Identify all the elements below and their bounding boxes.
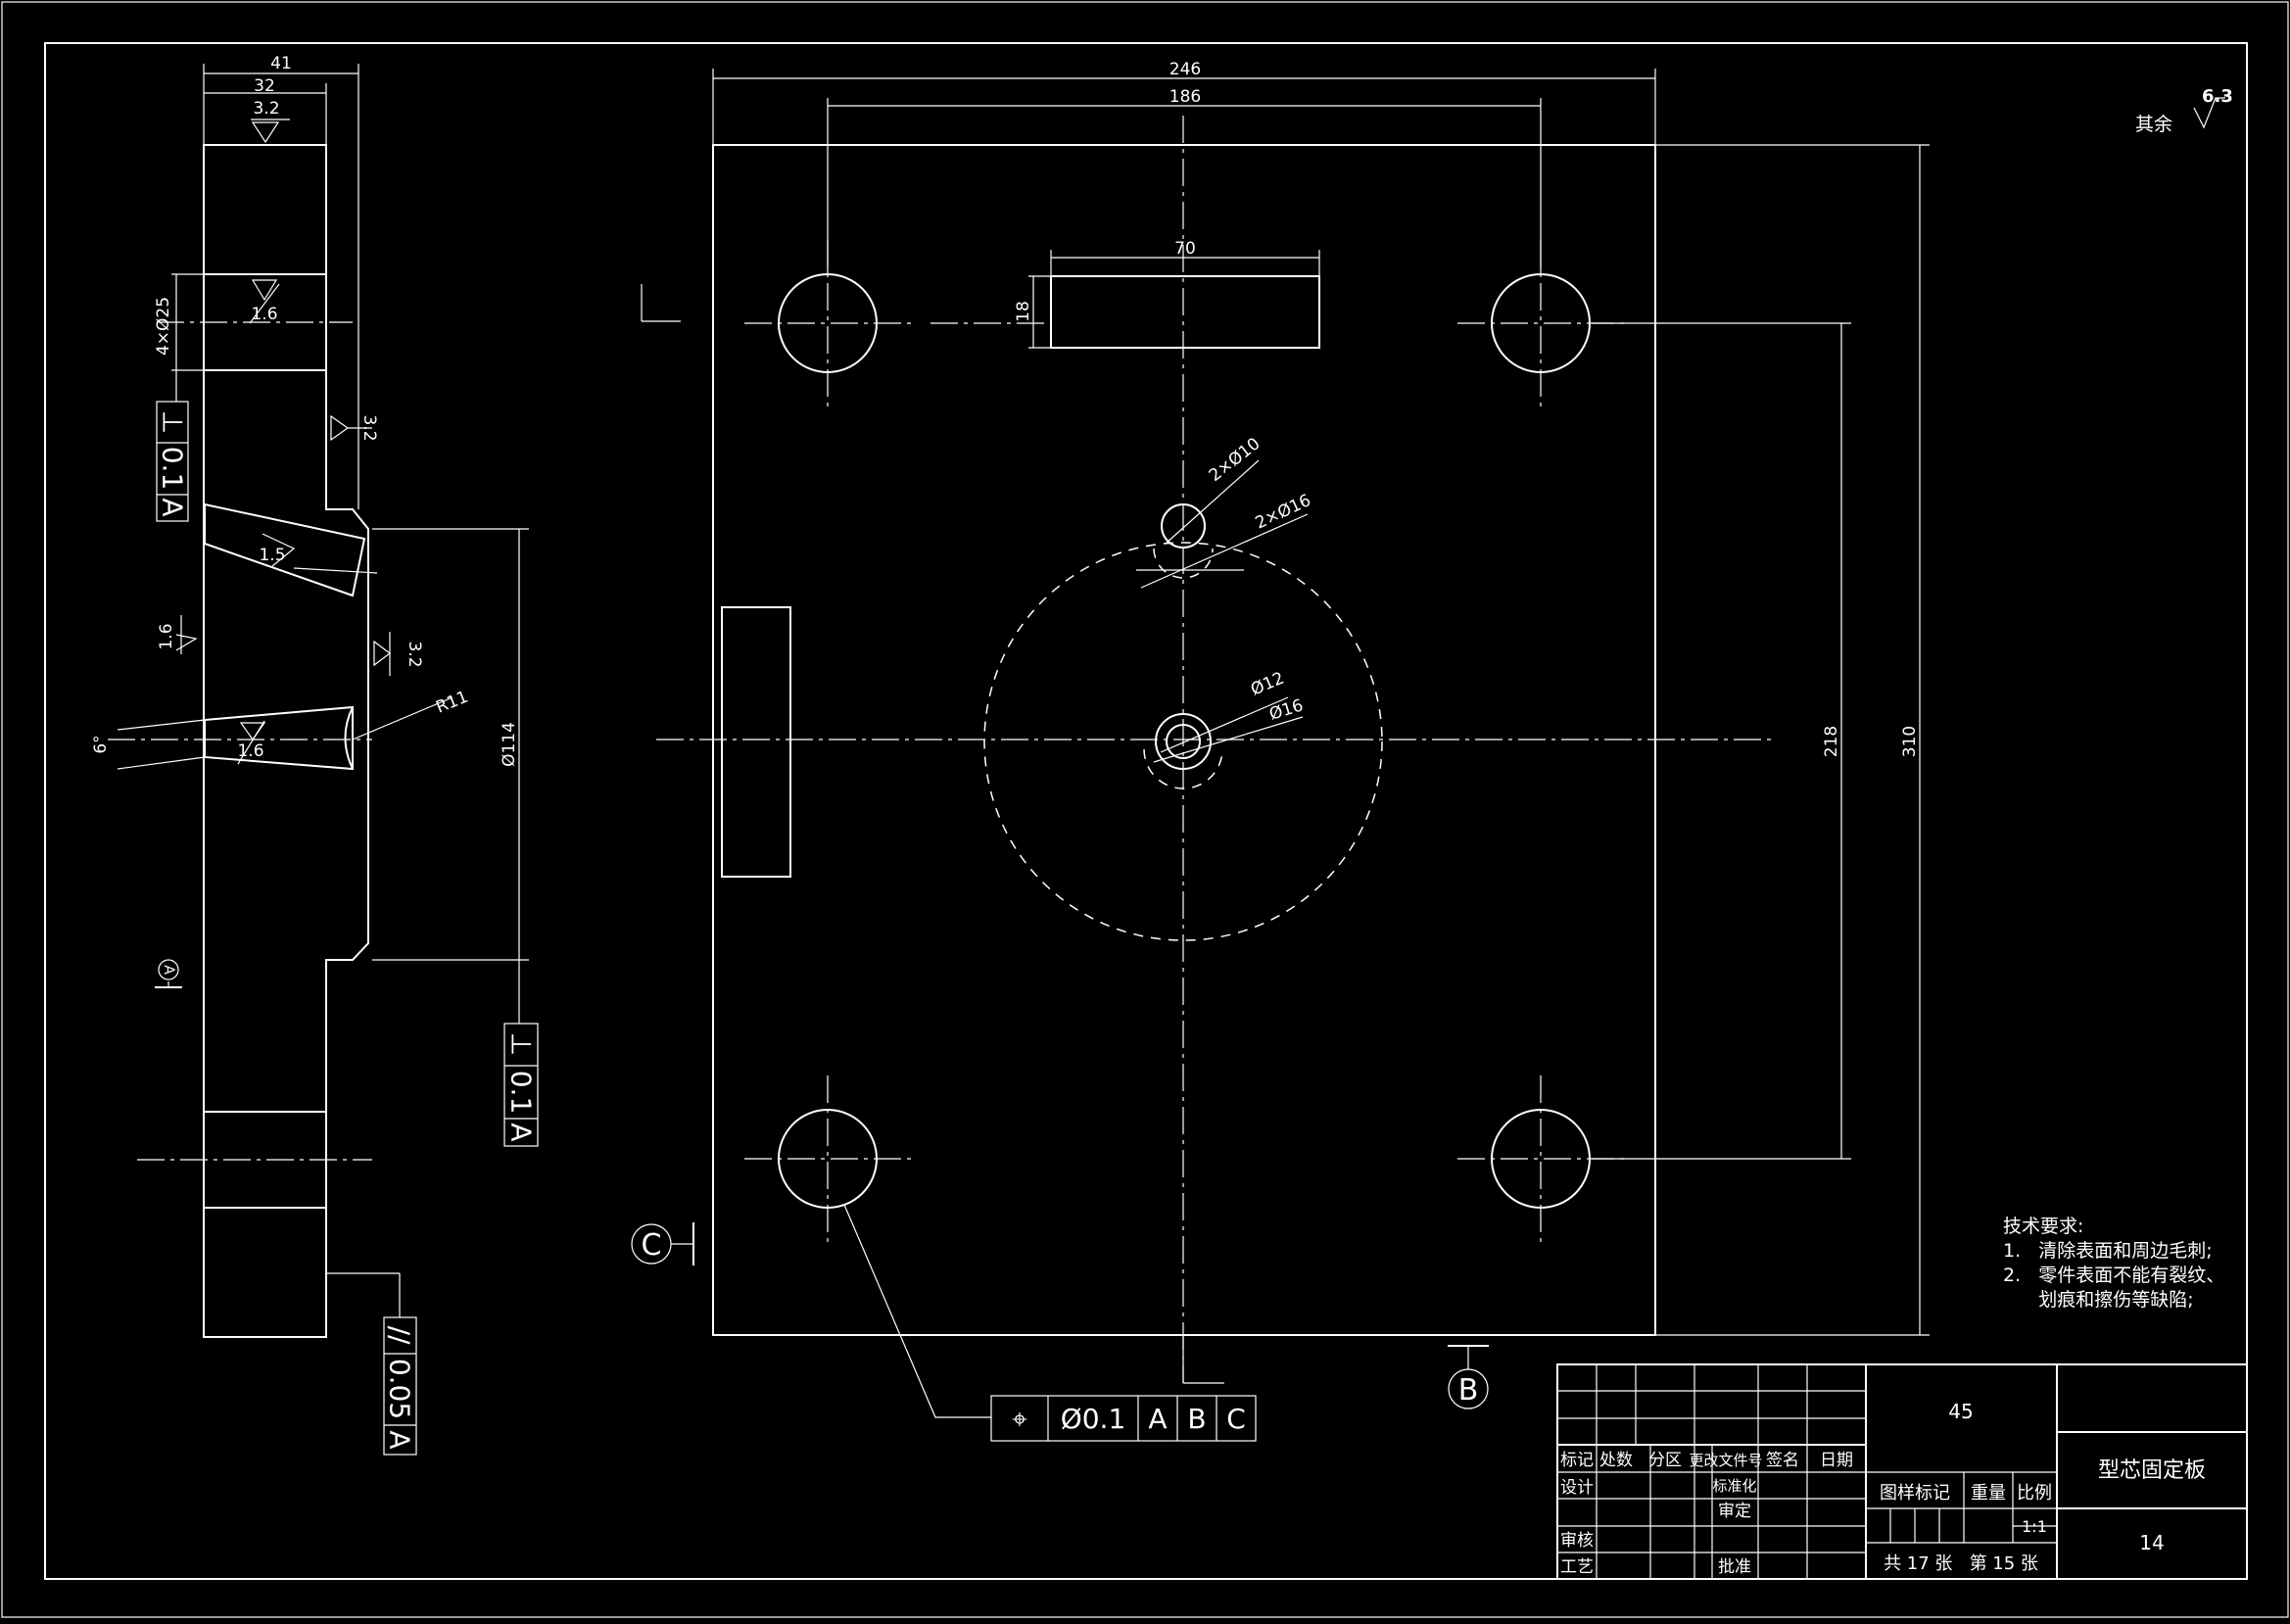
fcf1-symbol: ⊥ (157, 410, 189, 434)
hole-4xd25: 4×Ø25 (154, 297, 173, 356)
label-d16: Ø16 (1267, 695, 1306, 724)
fcf-datum-b: B (1187, 1403, 1206, 1435)
fcf-datum-c: C (1226, 1403, 1246, 1435)
dim-32: 32 (254, 76, 275, 96)
tb-approve: 批准 (1718, 1557, 1751, 1577)
fcf3-datum: A (384, 1430, 416, 1449)
fcf2-datum: A (505, 1122, 538, 1141)
dim-41: 41 (270, 54, 292, 73)
dim-186: 186 (1169, 87, 1201, 107)
tb-weight: 重量 (1971, 1483, 2006, 1504)
tb-h-mark: 标记 (1560, 1451, 1594, 1470)
small-hole (1161, 503, 1206, 549)
tb-sheets: 共 17 张 第 15 张 (1884, 1553, 2038, 1574)
fcf1-datum: A (157, 498, 189, 516)
tech-req-item-1: 1. 清除表面和周边毛刺; (2003, 1240, 2213, 1262)
fcf-position-symbol: ⌖ (1012, 1403, 1027, 1435)
ra-3.2-right: 3.2 (359, 414, 379, 441)
roughness-symbol (251, 121, 280, 144)
side-section-outline (203, 144, 369, 1338)
inner-border (44, 42, 2248, 1580)
fcf2-symbol: ⊥ (505, 1032, 538, 1056)
dim-218: 218 (1822, 726, 1841, 757)
dim-6deg: 6° (91, 735, 111, 753)
side-slot (721, 606, 791, 878)
datum-b-marker: B (1448, 1345, 1489, 1409)
tb-part-name: 型芯固定板 (2098, 1458, 2206, 1483)
top-slot (1050, 275, 1320, 349)
dim-310: 310 (1900, 726, 1920, 757)
tb-design: 设计 (1560, 1478, 1594, 1498)
front-view: 2×Ø10 2×Ø16 Ø12 Ø16 246 186 70 18 218 31… (631, 60, 1930, 1442)
tb-h-date: 日期 (1820, 1451, 1853, 1470)
fcf-perpendicular-2: ⊥ 0.1 A (503, 1023, 539, 1147)
tb-material: 45 (1948, 1400, 1973, 1423)
tb-drawing-no: 14 (2139, 1531, 2164, 1554)
dim-r11: R11 (433, 688, 471, 718)
tb-process: 工艺 (1560, 1557, 1594, 1577)
ra-1.5: 1.5 (259, 546, 285, 565)
datum-c-letter: C (642, 1228, 662, 1263)
roughness-note: 其余 6.3 (2135, 86, 2233, 135)
ra-1.6-hole: 1.6 (251, 305, 277, 324)
title-block: 45 型芯固定板 14 标记 处数 分区 更改文件号 签名 日期 设计 标准化 … (1556, 1363, 2248, 1580)
tb-scale: 比例 (2017, 1483, 2052, 1504)
tb-check: 审核 (1560, 1531, 1594, 1551)
tech-req-item-3: 划痕和擦伤等缺陷; (2003, 1289, 2194, 1311)
label-2xd16: 2×Ø16 (1253, 491, 1314, 534)
fcf-perpendicular-1: ⊥ 0.1 A (156, 401, 189, 522)
datum-a-marker: A (155, 959, 182, 988)
tb-stage-mark: 图样标记 (1880, 1483, 1950, 1504)
dim-70: 70 (1174, 239, 1196, 259)
ra-3.2-mid: 3.2 (405, 641, 424, 667)
tb-h-change-doc: 更改文件号 (1689, 1452, 1762, 1469)
fcf3-value: 0.05 (384, 1359, 416, 1419)
lower-hole-section (205, 1112, 325, 1208)
tb-h-count: 处数 (1599, 1451, 1633, 1470)
fcf3-symbol: // (384, 1326, 416, 1345)
label-d12: Ø12 (1248, 669, 1287, 700)
tb-scale-value: 1:1 (2022, 1517, 2047, 1536)
tb-h-sign: 签名 (1766, 1451, 1799, 1470)
dim-d114: Ø114 (500, 722, 519, 767)
roughness-note-label: 其余 (2135, 114, 2172, 135)
inclined-hole (204, 502, 366, 597)
datum-c-marker: C (631, 1222, 694, 1266)
fcf-datum-a: A (1148, 1403, 1167, 1435)
fcf1-value: 0.1 (157, 447, 189, 491)
taper-hole (204, 705, 354, 771)
side-section-view: 41 32 3.2 4×Ø25 1.6 ⊥ 0.1 A 3.2 1.5 (91, 54, 539, 1456)
dashed-core-circle (983, 542, 1383, 941)
center-hole-d12 (1166, 724, 1201, 759)
tb-review: 审定 (1718, 1502, 1751, 1521)
corner-hole-bottom-left (744, 1075, 911, 1242)
fcf-position-value: Ø0.1 (1061, 1403, 1126, 1435)
roughness-note-value: 6.3 (2202, 86, 2233, 107)
fcf-parallel: // 0.05 A (383, 1316, 417, 1456)
tech-req-item-2: 2. 零件表面不能有裂纹、 (2003, 1265, 2224, 1286)
tb-h-zone: 分区 (1648, 1451, 1682, 1470)
fcf2-value: 0.1 (505, 1071, 538, 1115)
ra-1.6-taper: 1.6 (237, 741, 263, 761)
datum-a-letter: A (161, 965, 176, 975)
tb-standardize: 标准化 (1712, 1477, 1756, 1495)
fcf-position: ⌖ Ø0.1 A B C (990, 1395, 1257, 1442)
center-hole-d16 (1155, 713, 1212, 770)
dim-18: 18 (1014, 301, 1033, 322)
tech-requirements: 技术要求: 1. 清除表面和周边毛刺; 2. 零件表面不能有裂纹、 划痕和擦伤等… (2003, 1216, 2224, 1311)
dim-246: 246 (1169, 60, 1201, 79)
label-2xd10: 2×Ø10 (1206, 434, 1264, 486)
ra-1.6-left: 1.6 (157, 623, 176, 649)
tech-req-title: 技术要求: (2003, 1216, 2083, 1237)
ra-3.2-top: 3.2 (253, 99, 279, 119)
datum-b-letter: B (1458, 1373, 1479, 1408)
